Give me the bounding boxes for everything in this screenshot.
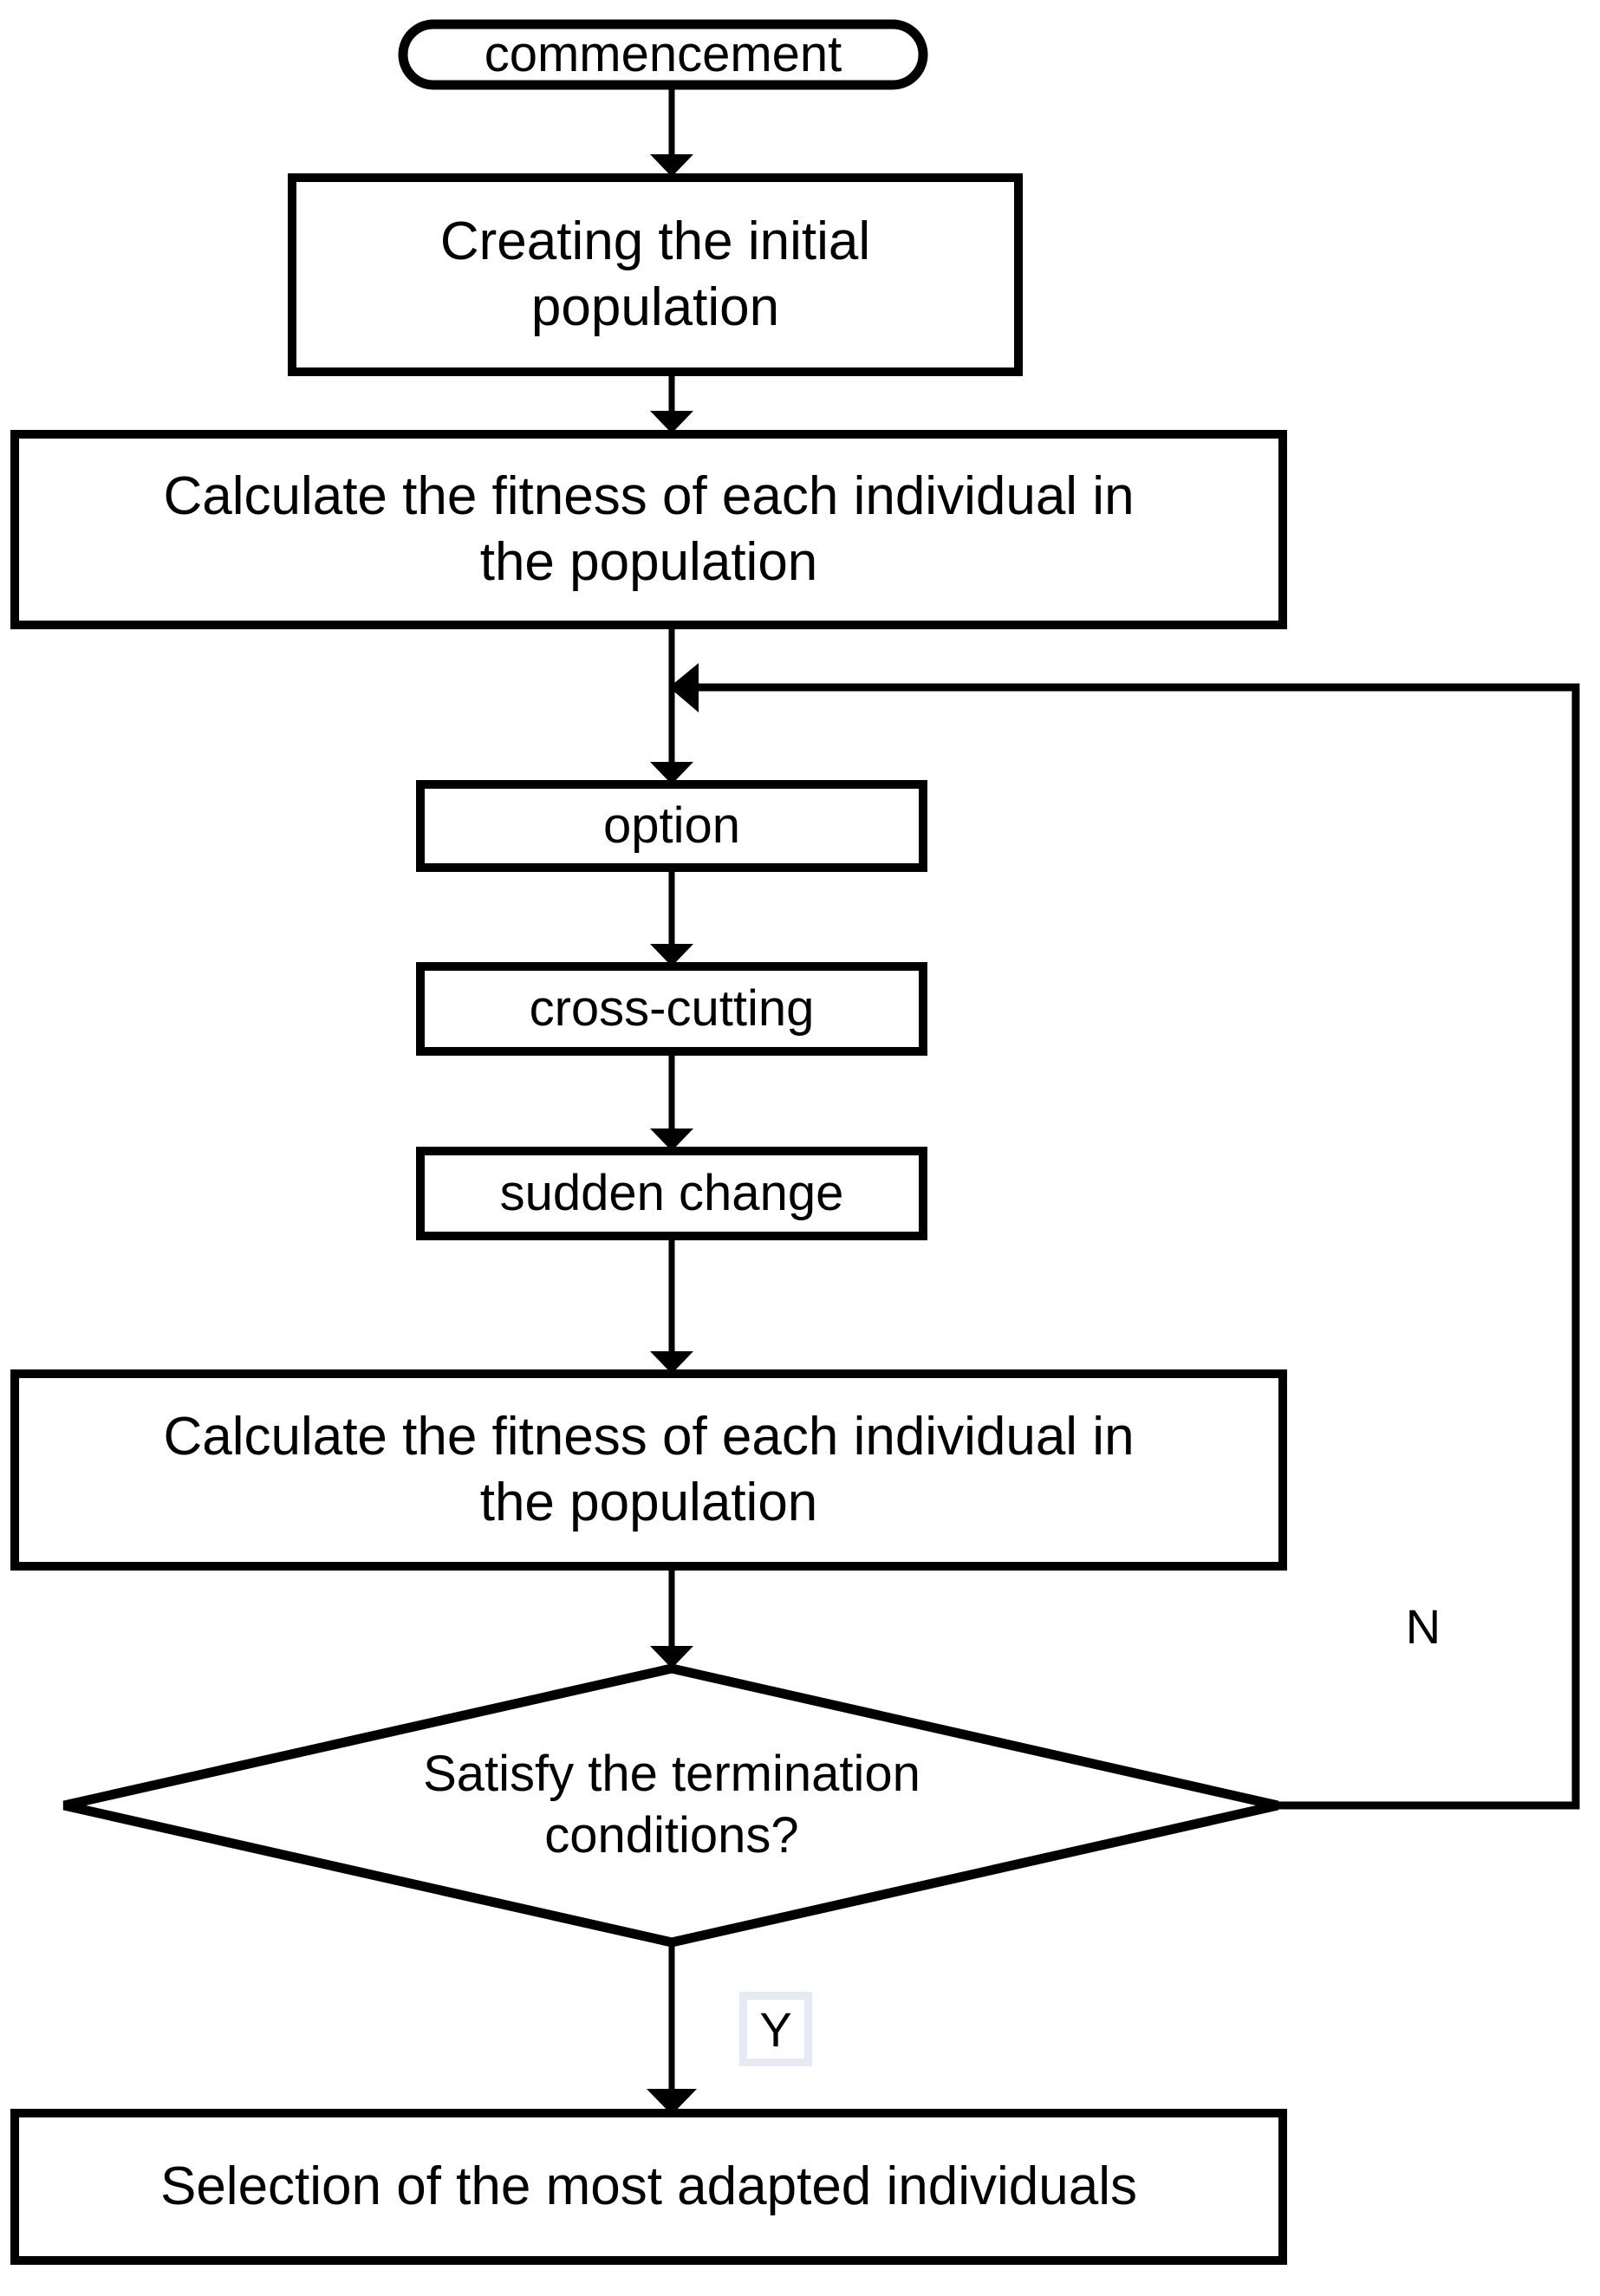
arrowhead-decision-no-loopback xyxy=(669,663,699,712)
edge-label-no: N xyxy=(1405,1598,1441,1654)
node-shape-create-initial-population[interactable] xyxy=(288,173,1023,376)
node-shape-cross-cutting[interactable] xyxy=(416,962,927,1056)
arrowhead-fitness1-to-option xyxy=(650,762,693,784)
arrowhead-init-to-fitness1 xyxy=(650,411,693,433)
arrowhead-start-to-init xyxy=(650,154,693,177)
node-shape-commencement[interactable] xyxy=(398,19,928,90)
node-shape-calculate-fitness-initial[interactable] xyxy=(10,430,1287,629)
arrowhead-crossover-to-mutation xyxy=(650,1128,693,1151)
node-shape-sudden-change[interactable] xyxy=(416,1147,927,1240)
arrowhead-option-to-crossover xyxy=(650,944,693,966)
node-shape-termination-check[interactable] xyxy=(62,1663,1279,1948)
arrowhead-decision-yes-to-result xyxy=(647,2089,697,2115)
node-shape-option[interactable] xyxy=(416,780,927,872)
arrowhead-mutation-to-fitness2 xyxy=(650,1351,693,1374)
edge-label-yes: Y xyxy=(739,1992,812,2066)
arrowhead-fitness2-to-decision xyxy=(650,1646,693,1668)
node-shape-select-most-adapted[interactable] xyxy=(10,2109,1287,2265)
edge-decision-no-loopback xyxy=(693,683,1580,1810)
node-shape-calculate-fitness-offspring[interactable] xyxy=(10,1369,1287,1571)
